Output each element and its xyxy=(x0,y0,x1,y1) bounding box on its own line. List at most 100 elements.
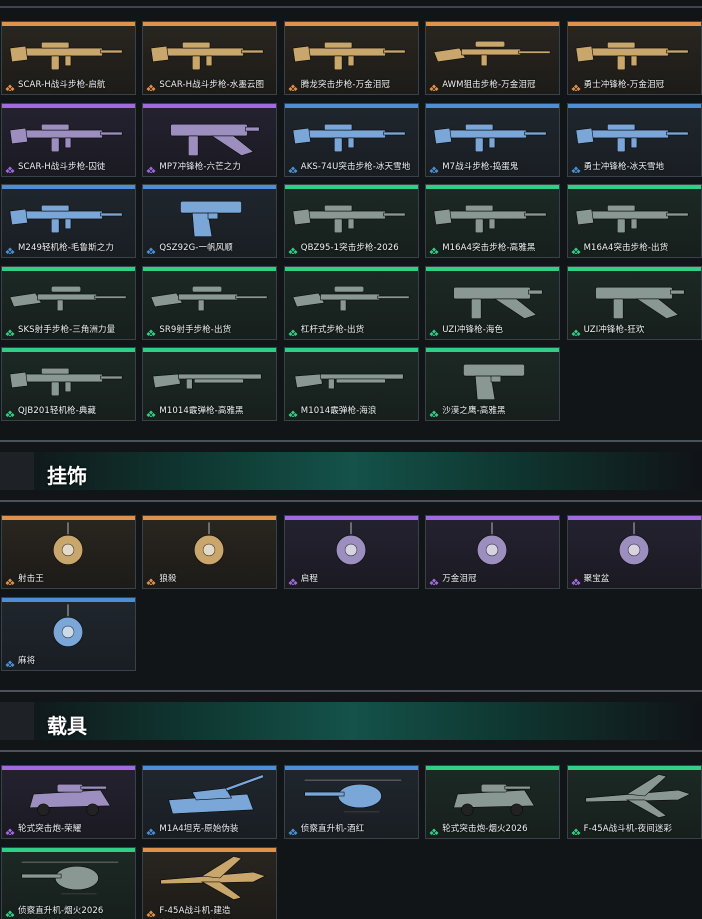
item-label-row: M7战斗步枪-捣蛋鬼 xyxy=(429,159,557,173)
charms-card[interactable]: 启程 xyxy=(283,515,419,589)
weapons-card[interactable]: SCAR-H战斗步枪-启航 xyxy=(1,21,136,95)
weapons-card[interactable]: M16A4突击步枪-高雅黑 xyxy=(425,184,561,258)
item-label-row: 沙漠之鹰-高雅黑 xyxy=(429,403,557,417)
rarity-diamond-icon xyxy=(429,324,439,336)
weapons-card[interactable]: 勇士冲锋枪-冰天雪地 xyxy=(566,102,702,177)
rarity-bar xyxy=(143,185,277,189)
weapons-card[interactable]: SKS射手步枪-三角洲力量 xyxy=(1,265,136,340)
rarity-bar xyxy=(284,103,418,108)
charms-card[interactable]: 万金泪冠 xyxy=(425,515,561,589)
pistol-icon xyxy=(143,189,276,241)
weapons-card[interactable]: M16A4突击步枪-出货 xyxy=(566,184,702,258)
item-label-row: 侦察直升机-烟火2026 xyxy=(5,903,133,917)
weapons-card[interactable]: QBZ95-1突击步枪-2026 xyxy=(283,184,419,258)
item-label-row: QJB201轻机枪-典藏 xyxy=(5,403,133,417)
smg-icon xyxy=(426,271,559,323)
item-name: AKS-74U突击步枪-冰天雪地 xyxy=(300,161,411,172)
armored-car-icon xyxy=(426,770,559,822)
vehicles-card[interactable]: F-45A战斗机-建造 xyxy=(142,846,278,919)
rifle-icon xyxy=(285,108,418,160)
item-label-row: 麻将 xyxy=(5,653,133,667)
charms-card[interactable]: 狼殺 xyxy=(142,515,278,589)
item-label-row: 轮式突击炮-荣耀 xyxy=(5,821,133,835)
weapons-card[interactable]: AKS-74U突击步枪-冰天雪地 xyxy=(283,102,419,177)
weapons-card[interactable]: UZI冲锋枪-狂欢 xyxy=(566,265,702,340)
vehicles-card[interactable]: 侦察直升机-酒红 xyxy=(283,765,419,839)
charms-card[interactable]: 聚宝盆 xyxy=(566,515,702,589)
vehicles-card[interactable]: 轮式突击炮-荣耀 xyxy=(1,765,136,839)
sniper-icon xyxy=(426,26,559,78)
weapons-card[interactable]: M249轻机枪-毛鲁斯之力 xyxy=(1,184,136,258)
shotgun-icon xyxy=(143,352,276,404)
vehicles-card[interactable]: 侦察直升机-烟火2026 xyxy=(1,846,136,919)
weapons-card[interactable]: M7战斗步枪-捣蛋鬼 xyxy=(425,102,561,177)
weapons-card[interactable]: M1014霰弹枪-高雅黑 xyxy=(142,347,278,421)
item-name: M249轻机枪-毛鲁斯之力 xyxy=(18,243,114,253)
weapons-card[interactable]: 杠杆式步枪-出货 xyxy=(283,265,419,340)
item-label-row: QBZ95-1突击步枪-2026 xyxy=(288,240,416,254)
item-name: SR9射手步枪-出货 xyxy=(159,324,232,335)
charm-icon xyxy=(568,520,701,572)
item-name: 轮式突击炮-烟火2026 xyxy=(442,824,528,834)
item-name: SCAR-H战斗步枪-囚徒 xyxy=(18,161,106,172)
weapons-card[interactable]: 腾龙突击步枪-万金泪冠 xyxy=(283,21,419,95)
item-name: MP7冲锋枪-六芒之力 xyxy=(159,161,241,172)
item-name: 麻将 xyxy=(18,655,36,666)
rarity-bar xyxy=(567,185,701,189)
vehicles-card[interactable]: 轮式突击炮-烟火2026 xyxy=(425,765,561,839)
rarity-bar xyxy=(143,22,277,26)
weapons-card[interactable]: MP7冲锋枪-六芒之力 xyxy=(142,102,278,177)
rarity-bar xyxy=(2,766,135,770)
rarity-diamond-icon xyxy=(288,823,298,835)
rarity-bar xyxy=(2,516,135,520)
sniper-icon xyxy=(285,271,418,323)
rarity-diamond-icon xyxy=(146,324,156,336)
weapons-card[interactable]: QJB201轻机枪-典藏 xyxy=(1,347,136,421)
rarity-diamond-icon xyxy=(5,905,15,917)
charms-card[interactable]: 麻将 xyxy=(1,596,136,671)
vehicles-card[interactable]: F-45A战斗机-夜间迷彩 xyxy=(566,765,702,839)
rifle-icon xyxy=(285,189,418,241)
rarity-bar xyxy=(2,185,135,189)
rarity-bar xyxy=(143,847,277,852)
item-name: QBZ95-1突击步枪-2026 xyxy=(300,243,399,253)
rarity-bar xyxy=(143,766,277,770)
rarity-bar xyxy=(426,766,560,770)
sniper-icon xyxy=(143,271,276,323)
weapons-card[interactable]: SCAR-H战斗步枪-水墨云图 xyxy=(142,21,278,95)
rarity-bar xyxy=(567,516,701,520)
rarity-bar xyxy=(284,348,418,352)
weapons-card[interactable]: 勇士冲锋枪-万金泪冠 xyxy=(566,21,702,95)
rarity-bar xyxy=(2,597,135,602)
rifle-icon xyxy=(143,26,276,78)
weapons-card[interactable]: AWM狙击步枪-万金泪冠 xyxy=(425,21,561,95)
rarity-diamond-icon xyxy=(5,79,15,91)
charm-icon xyxy=(285,520,418,572)
item-label-row: AWM狙击步枪-万金泪冠 xyxy=(429,77,557,91)
weapons-card[interactable]: M1014霰弹枪-海浪 xyxy=(283,347,419,421)
charms-card[interactable]: 射击王 xyxy=(1,515,136,589)
rarity-bar xyxy=(426,516,560,520)
charm-icon xyxy=(2,520,135,572)
rarity-diamond-icon xyxy=(146,161,156,173)
charm-icon xyxy=(426,520,559,572)
tank-icon xyxy=(143,770,276,822)
vehicles-card[interactable]: M1A4坦克-原始伪装 xyxy=(142,765,278,839)
rarity-diamond-icon xyxy=(288,242,298,254)
item-name: 勇士冲锋枪-万金泪冠 xyxy=(583,80,665,90)
item-label-row: SR9射手步枪-出货 xyxy=(146,322,274,336)
rarity-diamond-icon xyxy=(429,573,439,585)
weapons-card[interactable]: QSZ92G-一帆风顺 xyxy=(142,184,278,258)
rarity-diamond-icon xyxy=(288,324,298,336)
weapons-card[interactable]: 沙漠之鹰-高雅黑 xyxy=(425,347,561,421)
item-name: M1014霰弹枪-高雅黑 xyxy=(159,406,244,416)
rifle-icon xyxy=(568,189,701,241)
charm-icon xyxy=(2,602,135,654)
weapons-card[interactable]: SR9射手步枪-出货 xyxy=(142,265,278,340)
pistol-icon xyxy=(426,352,559,404)
item-label-row: F-45A战斗机-夜间迷彩 xyxy=(571,821,699,835)
item-name: 启程 xyxy=(300,574,318,584)
weapons-card[interactable]: UZI冲锋枪-海色 xyxy=(425,265,561,340)
item-name: 侦察直升机-酒红 xyxy=(300,824,365,834)
weapons-card[interactable]: SCAR-H战斗步枪-囚徒 xyxy=(1,102,136,177)
